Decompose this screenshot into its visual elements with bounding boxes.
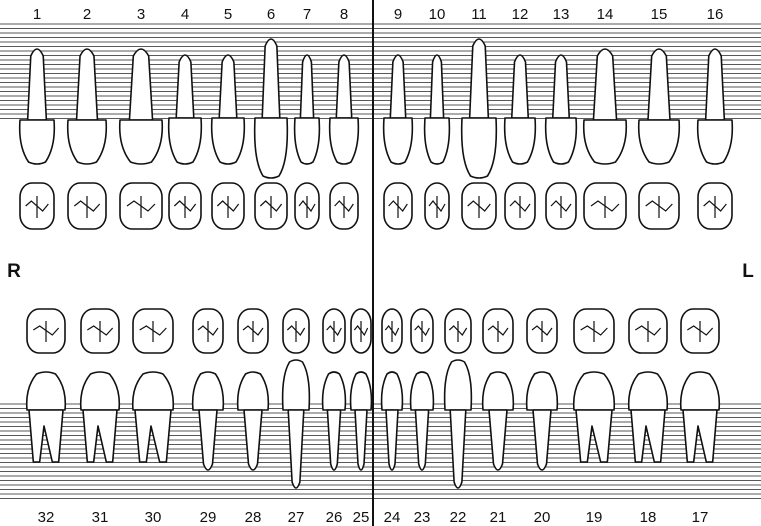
lower-tooth bbox=[323, 372, 346, 470]
upper-tooth-number: 5 bbox=[224, 6, 232, 23]
lower-tooth-number: 20 bbox=[534, 509, 551, 526]
upper-occlusal-tooth bbox=[505, 183, 535, 229]
left-side-label: L bbox=[742, 261, 754, 282]
upper-tooth-number: 8 bbox=[340, 6, 348, 23]
upper-tooth-number: 16 bbox=[707, 6, 724, 23]
lower-tooth-number: 17 bbox=[692, 509, 709, 526]
lower-tooth bbox=[629, 372, 668, 462]
lower-tooth bbox=[527, 372, 558, 470]
upper-tooth-number: 11 bbox=[471, 6, 487, 23]
lower-occlusal-tooth bbox=[411, 309, 433, 353]
lower-occlusal-tooth bbox=[238, 309, 268, 353]
lower-occlusal-tooth bbox=[574, 309, 614, 353]
upper-occlusal-tooth bbox=[20, 183, 54, 229]
lower-tooth bbox=[445, 360, 472, 488]
lower-occlusal-tooth bbox=[483, 309, 513, 353]
upper-occlusal-tooth bbox=[462, 183, 496, 229]
lower-occlusal-tooth bbox=[445, 309, 471, 353]
upper-tooth-number: 1 bbox=[33, 6, 41, 23]
lower-tooth-number: 18 bbox=[640, 509, 657, 526]
upper-tooth-number: 9 bbox=[394, 6, 402, 23]
lower-tooth-number: 25 bbox=[353, 509, 370, 526]
lower-tooth bbox=[681, 372, 720, 462]
upper-root-ruled-lines bbox=[0, 24, 761, 119]
lower-tooth bbox=[238, 372, 269, 470]
lower-tooth bbox=[382, 372, 403, 470]
lower-tooth-number: 31 bbox=[92, 509, 109, 526]
upper-occlusal-tooth bbox=[330, 183, 358, 229]
lower-occlusal-tooth bbox=[133, 309, 173, 353]
upper-tooth-number: 4 bbox=[181, 6, 189, 23]
upper-occlusal-tooth bbox=[295, 183, 319, 229]
lower-tooth-number: 28 bbox=[245, 509, 262, 526]
upper-occlusal-tooth bbox=[68, 183, 106, 229]
lower-occlusal-tooth bbox=[323, 309, 345, 353]
upper-tooth-number: 6 bbox=[267, 6, 275, 23]
upper-tooth-number: 14 bbox=[597, 6, 614, 23]
lower-occlusal-tooth bbox=[193, 309, 223, 353]
lower-tooth bbox=[351, 372, 372, 470]
lower-occlusal-tooth bbox=[681, 309, 719, 353]
right-side-label: R bbox=[7, 261, 21, 282]
upper-tooth bbox=[698, 49, 733, 164]
upper-tooth-number: 12 bbox=[512, 6, 529, 23]
upper-occlusal-views bbox=[20, 183, 732, 229]
lower-tooth bbox=[81, 372, 120, 462]
upper-tooth bbox=[120, 49, 163, 164]
lower-tooth-number: 19 bbox=[586, 509, 603, 526]
upper-occlusal-tooth bbox=[546, 183, 576, 229]
lower-tooth-number: 27 bbox=[288, 509, 305, 526]
lower-tooth bbox=[574, 372, 615, 462]
lower-tooth bbox=[483, 372, 514, 470]
upper-occlusal-tooth bbox=[120, 183, 162, 229]
upper-tooth-number: 7 bbox=[303, 6, 311, 23]
lower-tooth-number: 24 bbox=[384, 509, 401, 526]
lower-occlusal-tooth bbox=[527, 309, 557, 353]
lower-tooth bbox=[283, 360, 310, 488]
upper-tooth-number: 10 bbox=[429, 6, 446, 23]
upper-tooth bbox=[584, 49, 627, 164]
upper-tooth-number: 3 bbox=[137, 6, 145, 23]
lower-occlusal-tooth bbox=[81, 309, 119, 353]
lower-tooth-number: 26 bbox=[326, 509, 343, 526]
lower-occlusal-tooth bbox=[629, 309, 667, 353]
lower-occlusal-tooth bbox=[283, 309, 309, 353]
lower-tooth-number: 23 bbox=[414, 509, 431, 526]
upper-tooth-number: 2 bbox=[83, 6, 91, 23]
lower-occlusal-tooth bbox=[382, 309, 402, 353]
upper-occlusal-tooth bbox=[584, 183, 626, 229]
lower-tooth-number: 21 bbox=[490, 509, 507, 526]
lower-occlusal-tooth bbox=[351, 309, 371, 353]
upper-tooth bbox=[639, 49, 680, 164]
upper-occlusal-tooth bbox=[425, 183, 449, 229]
lower-tooth-number: 29 bbox=[200, 509, 217, 526]
upper-occlusal-tooth bbox=[255, 183, 287, 229]
lower-tooth bbox=[411, 372, 434, 470]
upper-tooth-number: 13 bbox=[553, 6, 570, 23]
upper-tooth bbox=[68, 49, 107, 164]
lower-tooth bbox=[193, 372, 224, 470]
upper-occlusal-tooth bbox=[169, 183, 201, 229]
upper-tooth bbox=[20, 49, 55, 164]
upper-occlusal-tooth bbox=[698, 183, 732, 229]
upper-occlusal-tooth bbox=[384, 183, 412, 229]
lower-tooth-number: 30 bbox=[145, 509, 162, 526]
lower-occlusal-tooth bbox=[27, 309, 65, 353]
lower-tooth bbox=[133, 372, 174, 462]
upper-occlusal-tooth bbox=[212, 183, 244, 229]
lower-tooth-number: 22 bbox=[450, 509, 467, 526]
lower-tooth-number: 32 bbox=[38, 509, 55, 526]
lower-tooth bbox=[27, 372, 66, 462]
upper-tooth-number: 15 bbox=[651, 6, 668, 23]
upper-occlusal-tooth bbox=[639, 183, 679, 229]
